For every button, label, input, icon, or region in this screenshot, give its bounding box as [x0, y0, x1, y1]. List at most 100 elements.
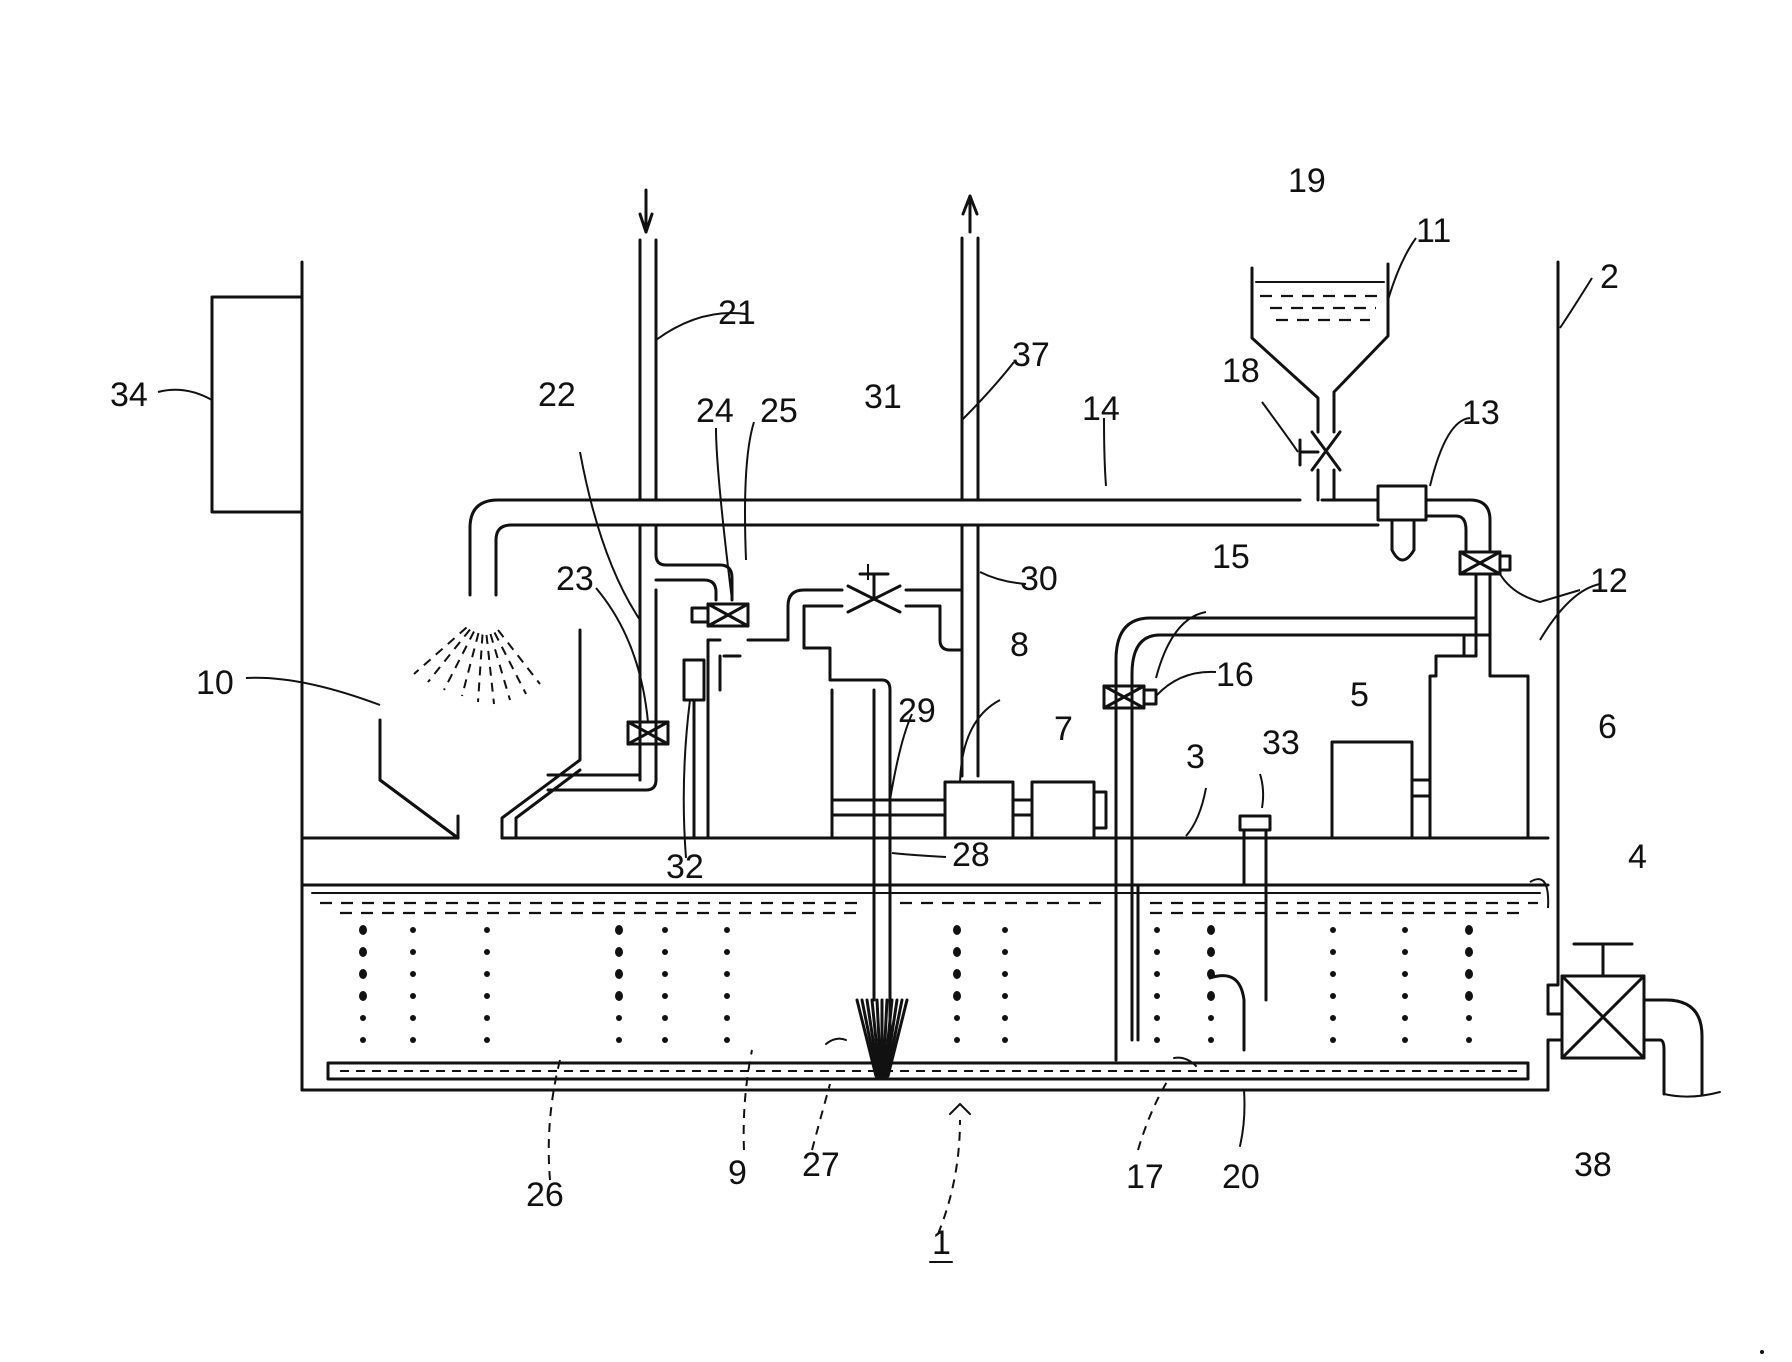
bubble — [724, 971, 730, 977]
liquid-surface — [311, 892, 1541, 915]
bubble — [1402, 927, 1408, 933]
label-3: 3 — [1186, 738, 1205, 776]
bubble — [662, 949, 668, 955]
diffuser-tine — [865, 998, 880, 1078]
diffuser-tine — [882, 998, 894, 1078]
bubble — [1330, 927, 1336, 933]
bubble — [359, 969, 367, 979]
bubble — [1330, 993, 1336, 999]
bubble — [954, 1037, 960, 1043]
spray-jet — [489, 633, 511, 701]
bubble — [484, 1037, 490, 1043]
label-1: 1 — [932, 1224, 951, 1262]
bubble — [410, 949, 416, 955]
label-12: 12 — [1590, 562, 1628, 600]
label-7: 7 — [1054, 710, 1073, 748]
bubble — [359, 991, 367, 1001]
pipe-30 — [960, 194, 980, 778]
bubble — [953, 925, 961, 935]
bubble — [410, 1015, 416, 1021]
bubble — [1208, 1015, 1214, 1021]
label-28: 28 — [952, 836, 990, 874]
spray-jet — [493, 632, 527, 695]
bubble — [1330, 1015, 1336, 1021]
basin-10 — [378, 628, 582, 840]
label-6: 6 — [1598, 708, 1617, 746]
label-30: 30 — [1020, 560, 1058, 598]
bubble — [1330, 1037, 1336, 1043]
bubble — [1465, 947, 1473, 957]
bubble — [484, 971, 490, 977]
pipe-21 — [638, 188, 722, 782]
bubble — [1402, 971, 1408, 977]
bubble — [953, 947, 961, 957]
spray-jet — [461, 632, 480, 697]
bubble — [662, 971, 668, 977]
bubble — [1208, 1037, 1214, 1043]
bubble — [360, 1037, 366, 1043]
bubble — [1154, 971, 1160, 977]
bubble — [1330, 949, 1336, 955]
reference-numerals: 1 2 3 4 5 6 7 8 9 10 11 12 13 14 15 16 1… — [110, 162, 1647, 1263]
bubbles — [359, 925, 1473, 1043]
bubble — [1002, 993, 1008, 999]
bubble — [1002, 971, 1008, 977]
bubble — [1402, 1015, 1408, 1021]
label-32: 32 — [666, 848, 704, 886]
label-18: 18 — [1222, 352, 1260, 390]
label-2: 2 — [1600, 258, 1619, 296]
diffuser-tine — [875, 998, 883, 1078]
bubble — [662, 1015, 668, 1021]
spray-nozzle — [413, 498, 1380, 705]
bubble — [1465, 969, 1473, 979]
bubble — [1466, 1037, 1472, 1043]
bubble — [954, 1015, 960, 1021]
funnel-11 — [1250, 262, 1390, 502]
label-11: 11 — [1416, 212, 1451, 250]
diffuser-tine — [886, 998, 909, 1078]
bubble — [1402, 993, 1408, 999]
bubble — [484, 927, 490, 933]
bubble — [662, 927, 668, 933]
bubble — [1330, 971, 1336, 977]
bubble — [1207, 991, 1215, 1001]
bubble — [360, 1015, 366, 1021]
bubble — [616, 1037, 622, 1043]
spray-jet — [413, 626, 468, 675]
bubble — [615, 925, 623, 935]
label-20: 20 — [1222, 1158, 1260, 1196]
bubble — [724, 927, 730, 933]
label-9: 9 — [728, 1154, 747, 1192]
bubble — [953, 969, 961, 979]
label-23: 23 — [556, 560, 594, 598]
label-37: 37 — [1012, 336, 1050, 374]
diffuser-tine — [885, 998, 904, 1078]
unit-9 — [682, 572, 964, 840]
bubble — [359, 947, 367, 957]
label-5: 5 — [1350, 676, 1369, 714]
bubble — [724, 993, 730, 999]
spray-jet — [443, 631, 475, 691]
pipe-28 — [830, 688, 909, 1078]
partition-walls — [888, 883, 1140, 1062]
bubble — [410, 927, 416, 933]
label-26: 26 — [526, 1176, 564, 1214]
return-pipe — [1208, 974, 1246, 1052]
pump-line — [830, 780, 1108, 840]
bubble — [1154, 949, 1160, 955]
control-box-34 — [210, 295, 304, 514]
spray-jet — [427, 628, 471, 683]
label-34: 34 — [110, 376, 148, 414]
label-31: 31 — [864, 378, 902, 416]
bubble — [1154, 993, 1160, 999]
bubble — [1002, 1037, 1008, 1043]
bubble — [410, 1037, 416, 1043]
bubble — [359, 925, 367, 935]
pipe-15 — [1102, 550, 1512, 1062]
bubble — [724, 1015, 730, 1021]
bubble — [1002, 1015, 1008, 1021]
label-33: 33 — [1262, 724, 1300, 762]
bubble — [1402, 949, 1408, 955]
label-27: 27 — [802, 1146, 840, 1184]
label-16: 16 — [1216, 656, 1254, 694]
